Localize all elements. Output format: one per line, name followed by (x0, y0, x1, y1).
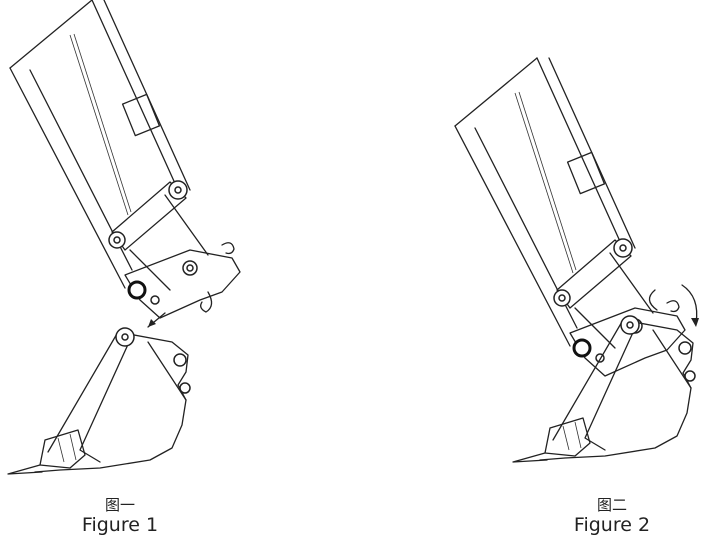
figure-2-drawing (453, 56, 699, 463)
figure-1-caption-en: Figure 1 (81, 514, 159, 536)
figure-1-caption: 图一 Figure 1 (60, 496, 180, 536)
figure-1-drawing (7, 0, 242, 475)
rotation-arrow-icon (681, 284, 698, 324)
figure-1-caption-cn: 图一 (104, 496, 135, 514)
figure-2-caption-cn: 图二 (596, 496, 627, 514)
figure-2-caption: 图二 Figure 2 (552, 496, 672, 536)
figure-2-caption-en: Figure 2 (573, 514, 651, 536)
arrowhead-icon (148, 319, 156, 327)
